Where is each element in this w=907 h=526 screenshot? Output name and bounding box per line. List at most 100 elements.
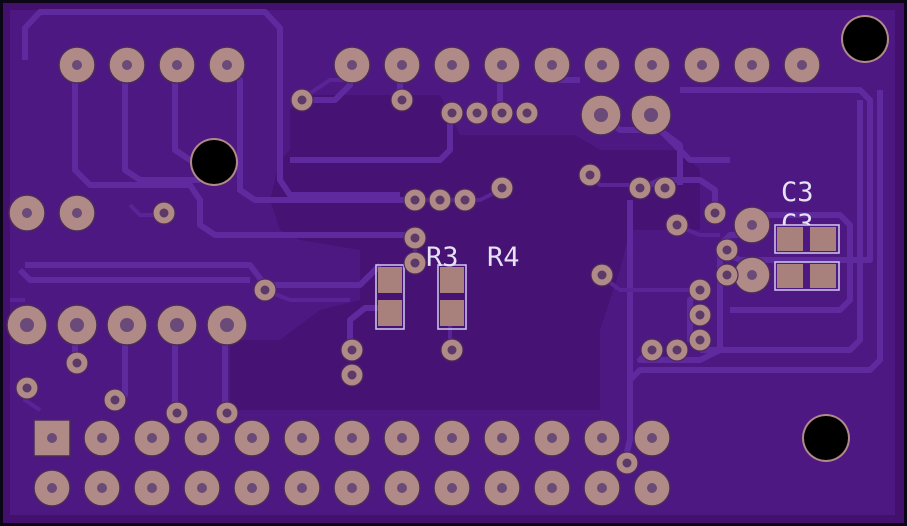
r4-pad-1 — [440, 267, 464, 293]
middle-left-header-pad-5-drill — [220, 318, 234, 332]
silkscreen-outlines — [375, 224, 840, 330]
via-6-drill — [522, 108, 532, 118]
bottom-row-1-pad-3-drill — [147, 433, 157, 443]
top-header-right-pad-4-drill — [497, 60, 507, 70]
top-header-right-pad-2-drill — [397, 60, 407, 70]
bottom-row-2-pad-8-drill — [397, 483, 407, 493]
c3-label: C3 — [781, 177, 814, 208]
middle-left-header-pad-1-drill — [20, 318, 34, 332]
vias — [15, 88, 739, 475]
top-header-left-pad-3-drill — [172, 60, 182, 70]
top-header-right-pad-1-drill — [347, 60, 357, 70]
top-header-right-pad-7-drill — [647, 60, 657, 70]
via-15-drill — [660, 183, 670, 193]
c3-pad-1 — [777, 264, 803, 288]
bottom-row-1-pad-13-drill — [647, 433, 657, 443]
bottom-row-2-pad-12-drill — [597, 483, 607, 493]
via-8-drill — [497, 183, 507, 193]
bottom-row-1-pad-7-drill — [347, 433, 357, 443]
via-27-drill — [260, 285, 270, 295]
via-4-drill — [472, 108, 482, 118]
right-pad-1-drill — [747, 220, 757, 230]
c3-pad-2 — [810, 264, 836, 288]
via-24-drill — [672, 345, 682, 355]
via-28-drill — [347, 345, 357, 355]
top-header-left-pad-1-drill — [72, 60, 82, 70]
bottom-row-2-pad-9-drill — [447, 483, 457, 493]
power-pad-2-drill — [644, 108, 658, 122]
via-29-drill — [347, 370, 357, 380]
via-17-drill — [710, 208, 720, 218]
via-7-drill — [585, 170, 595, 180]
via-10-drill — [435, 195, 445, 205]
c2-label-partial: C3 — [781, 209, 814, 240]
via-1-drill — [297, 95, 307, 105]
bottom-row-1-pad-1-drill — [47, 433, 57, 443]
through-hole-pads — [6, 46, 821, 507]
via-9-drill — [410, 195, 420, 205]
r4-pad-2 — [440, 300, 464, 326]
bottom-row-1-pad-4-drill — [197, 433, 207, 443]
c2-pad-1 — [777, 227, 803, 251]
via-35-drill — [222, 408, 232, 418]
mounting-hole-top-right-drill — [843, 17, 887, 61]
top-header-right-pad-6-drill — [597, 60, 607, 70]
top-header-right-pad-5-drill — [547, 60, 557, 70]
bottom-row-2-pad-6-drill — [297, 483, 307, 493]
bottom-row-2-pad-2-drill — [97, 483, 107, 493]
via-18-drill — [722, 245, 732, 255]
bottom-row-1-pad-5-drill — [247, 433, 257, 443]
bottom-row-2-pad-3-drill — [147, 483, 157, 493]
via-33-drill — [110, 395, 120, 405]
bottom-row-2-pad-7-drill — [347, 483, 357, 493]
top-header-right-pad-8-drill — [697, 60, 707, 70]
top-header-left-pad-2-drill — [122, 60, 132, 70]
via-31-drill — [72, 358, 82, 368]
top-header-left-pad-4-drill — [222, 60, 232, 70]
middle-left-header-pad-2-drill — [70, 318, 84, 332]
via-20-drill — [695, 285, 705, 295]
via-30-drill — [447, 345, 457, 355]
bottom-row-2-pad-10-drill — [497, 483, 507, 493]
via-22-drill — [695, 335, 705, 345]
mounting-hole-bottom-right-drill — [804, 416, 848, 460]
via-3-drill — [447, 108, 457, 118]
via-2-drill — [397, 95, 407, 105]
r3-label: R3 — [426, 242, 459, 273]
via-16-drill — [672, 220, 682, 230]
via-21-drill — [695, 310, 705, 320]
top-header-right-pad-9-drill — [747, 60, 757, 70]
mounting-holes — [190, 15, 889, 462]
middle-left-header-pad-4-drill — [170, 318, 184, 332]
bottom-row-2-pad-11-drill — [547, 483, 557, 493]
right-pad-2-drill — [747, 270, 757, 280]
top-header-right-pad-3-drill — [447, 60, 457, 70]
mounting-hole-left-drill — [192, 140, 236, 184]
bottom-row-1-pad-6-drill — [297, 433, 307, 443]
bottom-row-1-pad-10-drill — [497, 433, 507, 443]
bottom-row-1-pad-12-drill — [597, 433, 607, 443]
via-23-drill — [647, 345, 657, 355]
bottom-row-1-pad-11-drill — [547, 433, 557, 443]
via-14-drill — [635, 183, 645, 193]
via-13-drill — [410, 258, 420, 268]
via-34-drill — [172, 408, 182, 418]
bottom-row-2-pad-13-drill — [647, 483, 657, 493]
bottom-row-2-pad-1-drill — [47, 483, 57, 493]
bottom-row-2-pad-4-drill — [197, 483, 207, 493]
r4-label: R4 — [487, 242, 520, 273]
via-12-drill — [410, 233, 420, 243]
via-32-drill — [22, 383, 32, 393]
bottom-row-1-pad-2-drill — [97, 433, 107, 443]
via-25-drill — [597, 270, 607, 280]
middle-left-header-pad-3-drill — [120, 318, 134, 332]
top-header-right-pad-10-drill — [797, 60, 807, 70]
left-pair-pad-1-drill — [22, 208, 32, 218]
smd-pads — [378, 227, 836, 326]
bottom-row-2-pad-5-drill — [247, 483, 257, 493]
r3-pad-2 — [378, 300, 402, 326]
via-36-drill — [622, 458, 632, 468]
via-11-drill — [460, 195, 470, 205]
c2-pad-2 — [810, 227, 836, 251]
